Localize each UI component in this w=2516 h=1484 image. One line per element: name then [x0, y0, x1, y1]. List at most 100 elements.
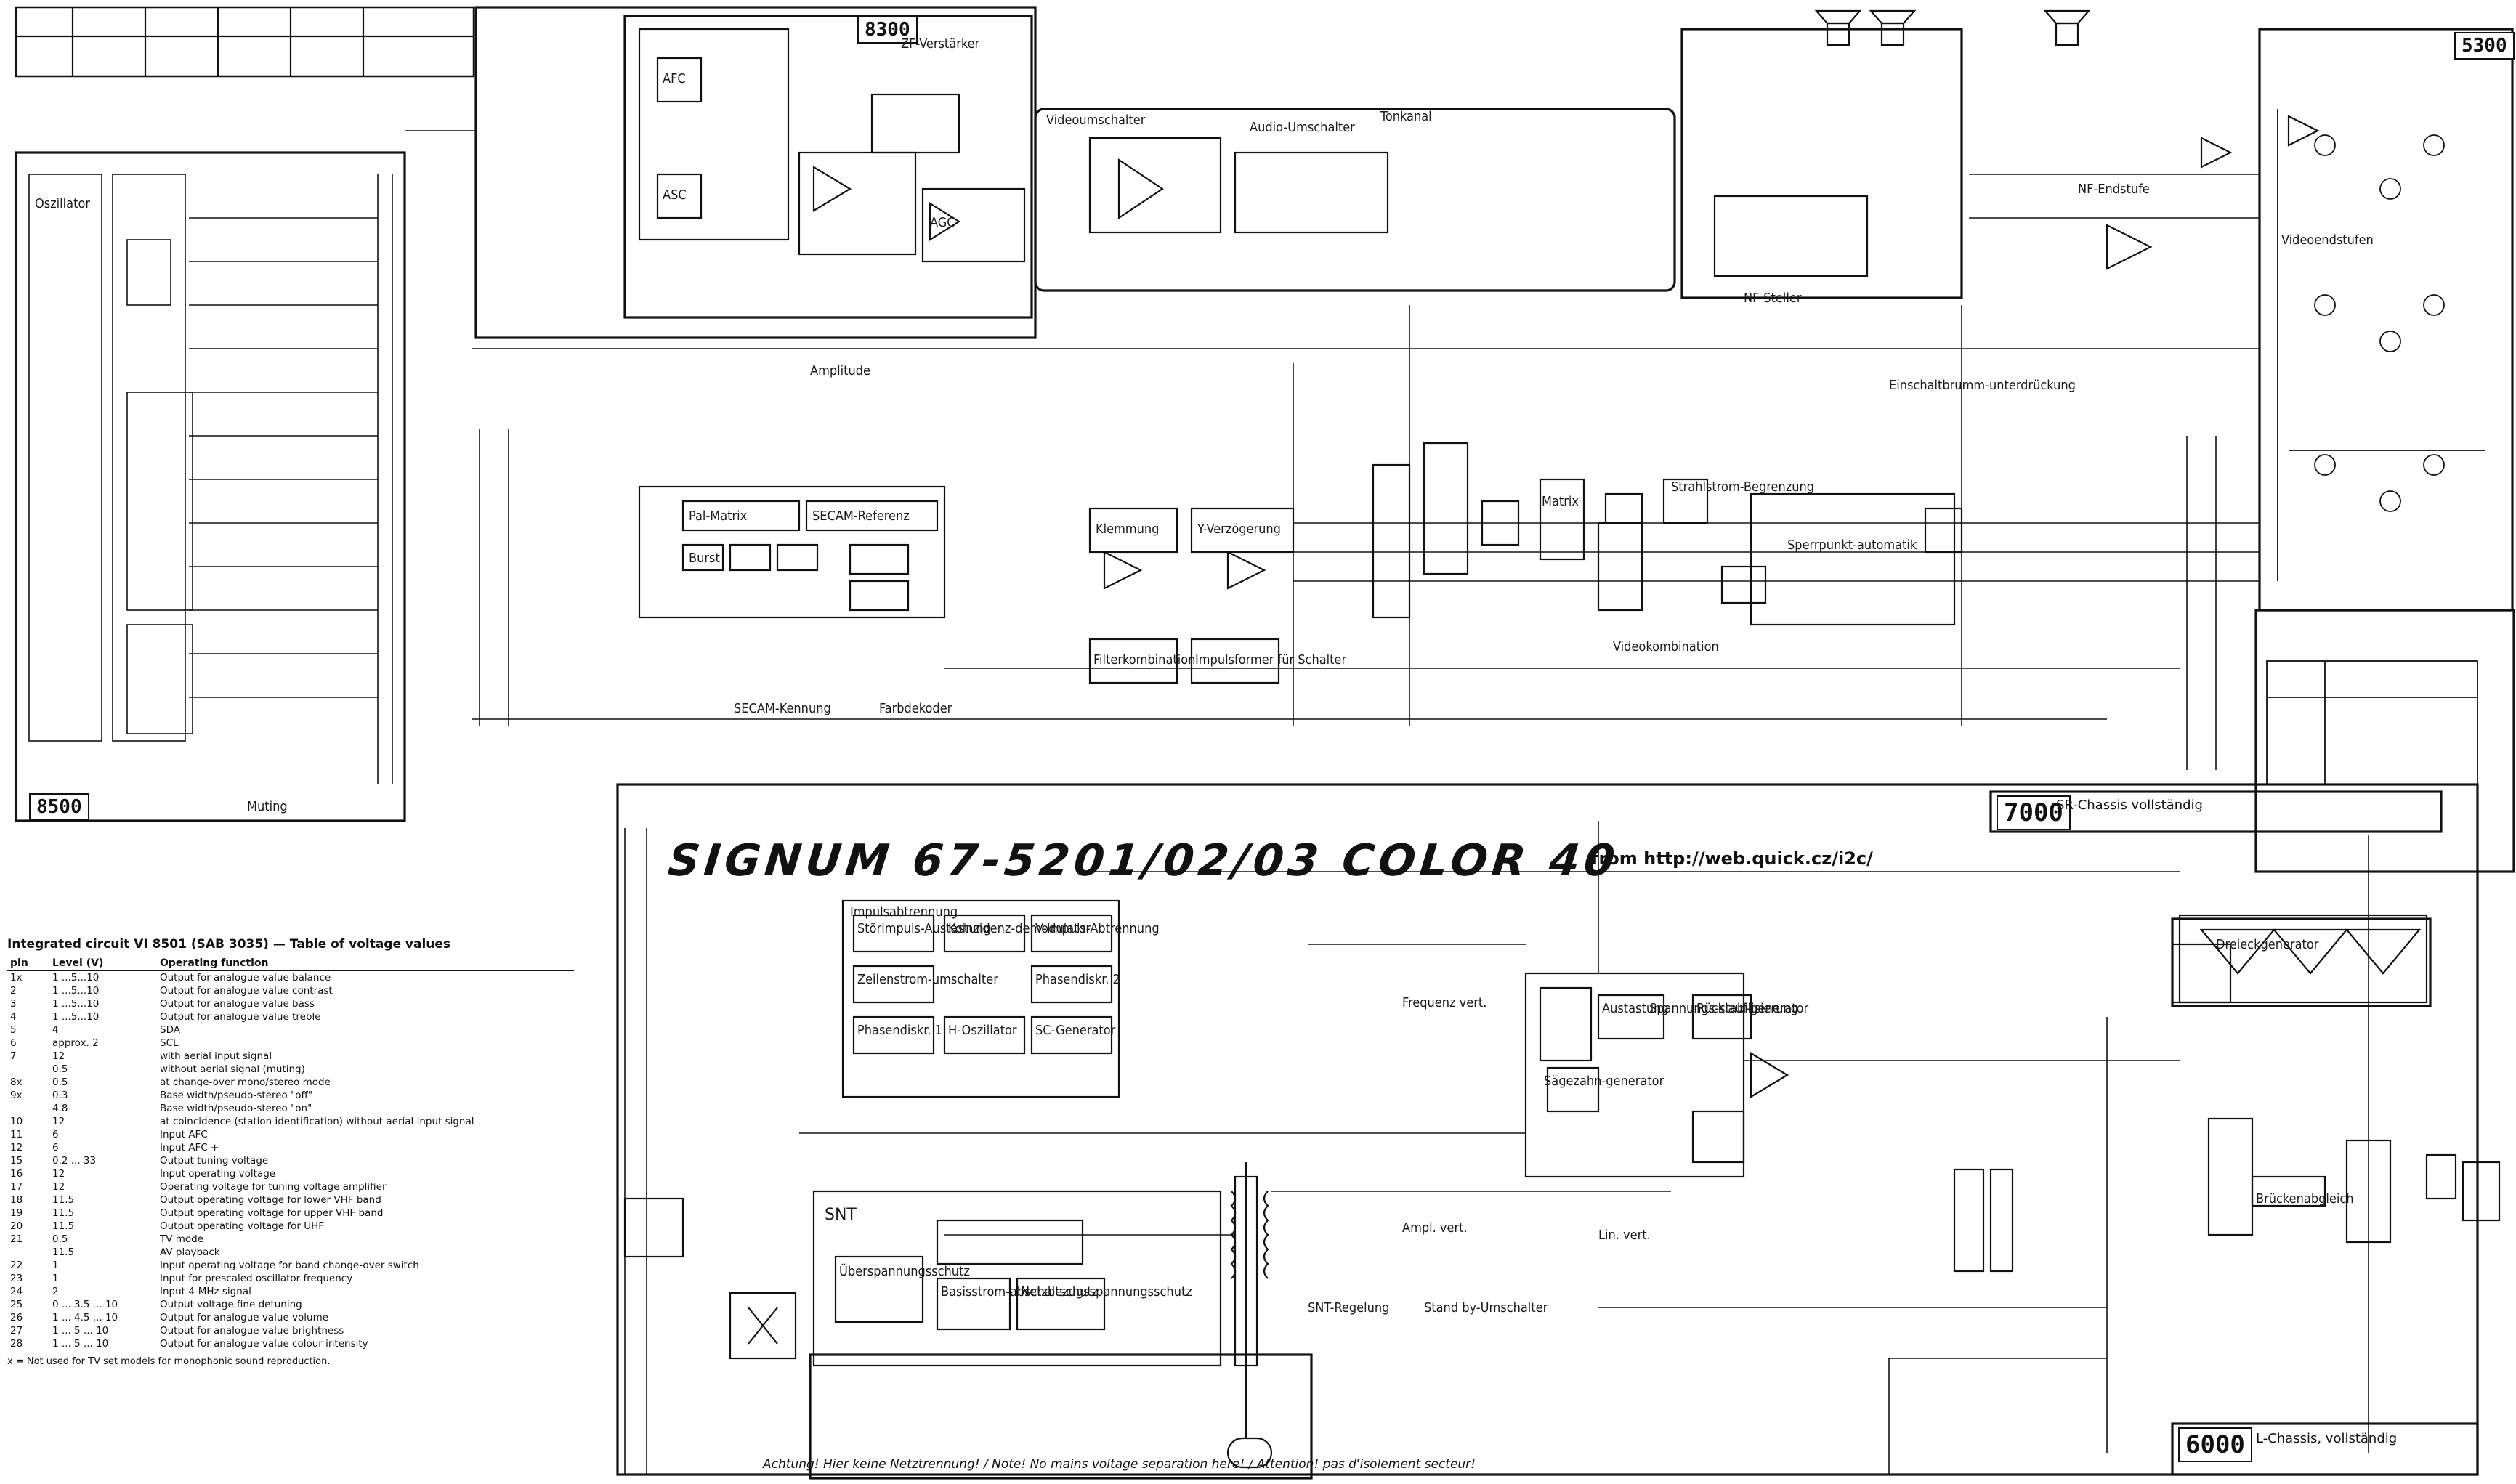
mains-warning: Achtung! Hier keine Netztrennung! / Note… — [763, 1457, 1476, 1472]
block-label-spannungsstab: Spannungs-stabilisierung — [1649, 1001, 1798, 1016]
module-number-7000: 7000 — [1997, 795, 2071, 830]
block-label-saegezahn: Sägezahn-generator — [1544, 1074, 1664, 1089]
cell-function: at change-over mono/stereo mode — [160, 1076, 331, 1088]
block-label-nf-steller: NF-Steller — [1744, 291, 1802, 306]
block-label-amplitude: Amplitude — [810, 363, 870, 378]
block-label-ueberspannung: Überspannungsschutz — [839, 1264, 970, 1279]
block-label-farbdekoder: Farbdekoder — [879, 701, 952, 716]
block-label-videokombination: Videokombination — [1613, 639, 1719, 654]
cell-pin: 12 — [10, 1142, 23, 1153]
cell-level: 0.5 — [52, 1076, 68, 1088]
block-label-ampl-vert: Ampl. vert. — [1402, 1220, 1468, 1236]
block-label-h-oszillator: H-Oszillator — [948, 1023, 1017, 1038]
cell-level: 1 — [52, 1273, 59, 1284]
block-label-zeilenstrom: Zeilenstrom-umschalter — [857, 972, 998, 987]
block-label-strahlstrom: Strahlstrom-Begrenzung — [1671, 479, 1815, 495]
tuner-box — [15, 6, 475, 78]
col-function: Operating function — [157, 956, 574, 971]
block-label-standby: Stand by-Umschalter — [1424, 1300, 1548, 1315]
block-label-impulsabtrennung: Impulsabtrennung — [850, 904, 958, 920]
cell-level: 1 ...5...10 — [52, 998, 100, 1010]
cell-function: Input for prescaled oscillator frequency — [160, 1273, 353, 1284]
cell-pin: 20 — [10, 1220, 23, 1232]
module-frames — [15, 6, 2515, 1480]
cell-function: Output operating voltage for UHF — [160, 1220, 324, 1232]
cell-pin: 19 — [10, 1207, 23, 1219]
block-label-pal-matrix: Pal-Matrix — [689, 508, 748, 524]
schematic-title: SIGNUM 67-5201/02/03 COLOR 40 — [666, 835, 1622, 886]
cell-level: 12 — [52, 1181, 65, 1193]
cell-level: 1 ...5...10 — [52, 1011, 100, 1023]
cell-function: without aerial signal (muting) — [160, 1063, 305, 1075]
cell-function: Output tuning voltage — [160, 1155, 269, 1167]
block-label-koinzidenz: Koinzidenz-demodulator — [948, 921, 1091, 936]
cell-function: with aerial input signal — [160, 1050, 272, 1062]
block-label-filterkombination: Filterkombination — [1093, 652, 1196, 668]
cell-level: 12 — [52, 1168, 65, 1180]
cell-function: Input AFC - — [160, 1129, 214, 1140]
cell-function: Input operating voltage — [160, 1168, 276, 1180]
cell-function: TV mode — [160, 1233, 204, 1245]
cell-level: 1 ... 5 ... 10 — [52, 1325, 109, 1337]
cell-level: 4 — [52, 1024, 59, 1036]
if-amplifier-blocks — [638, 28, 1026, 263]
cell-function: Output for analogue value balance — [160, 972, 331, 984]
cell-level: 11.5 — [52, 1207, 75, 1219]
block-label-snt-regelung: SNT-Regelung — [1308, 1300, 1390, 1315]
col-pin: pin — [7, 956, 49, 971]
cell-pin: 2 — [10, 985, 17, 997]
block-label-videoendstufen: Videoendstufen — [2281, 232, 2374, 248]
cell-level: 0.5 — [52, 1063, 68, 1075]
block-label-tonkanal: Tonkanal — [1380, 109, 1432, 124]
source-note: from http://web.quick.cz/i2c/ — [1591, 848, 1873, 869]
module-number-5300: 5300 — [2454, 32, 2515, 60]
cell-pin: 21 — [10, 1233, 23, 1245]
cell-level: 0.3 — [52, 1090, 68, 1101]
cell-level: 2 — [52, 1286, 59, 1297]
control-bus — [28, 174, 393, 784]
block-label-nf-endstufe: NF-Endstufe — [2078, 182, 2150, 197]
voltage-table: Integrated circuit VI 8501 (SAB 3035) — … — [7, 937, 574, 1367]
block-label-einschaltbrumm: Einschaltbrumm-unterdrückung — [1889, 378, 2076, 393]
power-supply — [623, 1162, 1273, 1469]
module-number-8300: 8300 — [857, 16, 918, 44]
block-label-lin-vert: Lin. vert. — [1598, 1228, 1651, 1243]
cell-pin: 22 — [10, 1260, 23, 1271]
horizontal-output — [1953, 1117, 2501, 1273]
block-label-sc-generator: SC-Generator — [1035, 1023, 1116, 1038]
block-label-klemmung: Klemmung — [1096, 522, 1160, 537]
cell-function: Output for analogue value treble — [160, 1011, 321, 1023]
block-label-zf-verstaerker: ZF-Verstärker — [901, 36, 980, 52]
block-label-secam-ref: SECAM-Referenz — [812, 508, 910, 524]
block-label-dreieckgenerator: Dreieckgenerator — [2216, 937, 2319, 952]
cell-level: 0.5 — [52, 1233, 68, 1245]
block-label-audio-umschalter: Audio-Umschalter — [1250, 120, 1355, 135]
block-label-sperrpunkt: Sperrpunkt-automatik — [1787, 538, 1917, 553]
cell-function: Output for analogue value bass — [160, 998, 315, 1010]
cell-level: 11.5 — [52, 1194, 75, 1206]
cell-pin — [7, 1063, 49, 1076]
table-caption: Integrated circuit VI 8501 (SAB 3035) — … — [7, 937, 451, 952]
cell-level: 12 — [52, 1050, 65, 1062]
cell-pin: 10 — [10, 1116, 23, 1127]
cell-function: AV playback — [160, 1246, 220, 1258]
cell-pin: 18 — [10, 1194, 23, 1206]
cell-level: 4.8 — [52, 1103, 68, 1114]
